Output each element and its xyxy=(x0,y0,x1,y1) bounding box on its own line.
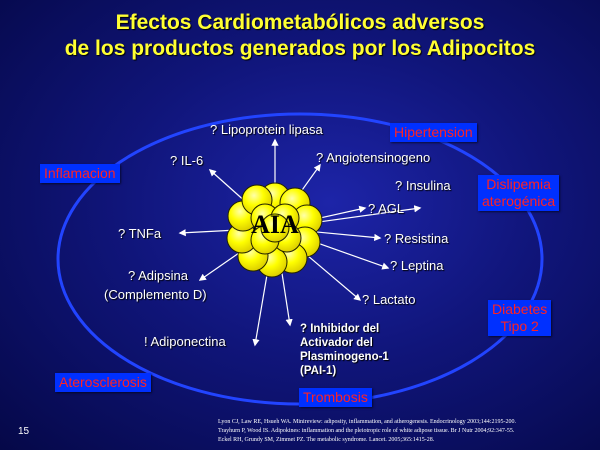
label-pai-line4: (PAI-1) xyxy=(300,365,337,377)
label-insulina: ? Insulina xyxy=(395,178,451,193)
label-pai-line2: Activador del xyxy=(300,337,373,349)
reference-2: Trayhurn P, Wood IS. Adipokines: inflamm… xyxy=(218,428,515,434)
reference-3: Eckel RH, Grundy SM, Zimmet PZ. The meta… xyxy=(218,437,435,443)
label-il6: ? IL-6 xyxy=(170,153,204,168)
effect-inflamacion-text: Inflamacion xyxy=(44,165,116,181)
adipocyte-cluster xyxy=(226,182,323,278)
arrows-group xyxy=(178,138,422,347)
label-lipoprotein-lipasa: ? Lipoprotein lipasa xyxy=(210,122,323,137)
label-resistina: ? Resistina xyxy=(384,231,449,246)
reference-1: Lyon CJ, Law RE, Hsueh WA. Minireview: a… xyxy=(218,419,516,425)
center-label: AIA xyxy=(251,210,299,239)
arrow-agl xyxy=(313,205,367,220)
page-number: 15 xyxy=(18,426,30,437)
effect-dislipemia-line2: aterogénica xyxy=(482,193,556,209)
effect-aterosclerosis-text: Aterosclerosis xyxy=(59,374,147,390)
effect-aterosclerosis: Aterosclerosis xyxy=(55,373,151,392)
arrow-tnfa xyxy=(178,229,236,237)
effect-diabetes-line1: Diabetes xyxy=(492,301,548,317)
effect-inflamacion: Inflamacion xyxy=(40,164,120,183)
arrow-resistina xyxy=(314,231,382,242)
arrow-insulina xyxy=(314,205,422,224)
effect-diabetes: Diabetes Tipo 2 xyxy=(488,300,552,336)
effect-dislipemia: Dislipemia aterogénica xyxy=(478,175,560,211)
effect-dislipemia-line1: Dislipemia xyxy=(486,176,551,192)
label-lactato: ? Lactato xyxy=(362,292,416,307)
arrow-adiponectina xyxy=(252,267,269,347)
label-adiponectina: ! Adiponectina xyxy=(144,334,226,349)
slide-title-line2: de los productos generados por los Adipo… xyxy=(64,37,536,60)
label-complemento-d: (Complemento D) xyxy=(104,287,207,302)
effect-trombosis-text: Trombosis xyxy=(303,389,368,405)
arrow-pai1 xyxy=(280,267,293,327)
label-adipsina: ? Adipsina xyxy=(128,268,188,283)
label-pai-line3: Plasminogeno-1 xyxy=(300,351,389,363)
label-pai-line1: ? Inhibidor del xyxy=(300,323,380,335)
label-angiotensinogeno: ? Angiotensinogeno xyxy=(316,150,431,165)
effect-hipertension-text: Hipertension xyxy=(394,124,473,140)
arrow-adipsina xyxy=(198,250,243,281)
references: Lyon CJ, Law RE, Hsueh WA. Minireview: a… xyxy=(218,418,598,445)
label-tnfa: ? TNFa xyxy=(118,226,162,241)
arrow-leptina xyxy=(312,240,390,270)
label-leptina: ? Leptina xyxy=(390,258,444,273)
label-agl: ? AGL xyxy=(368,201,405,216)
arrow-il6 xyxy=(208,169,246,202)
adipocyte-cell xyxy=(260,213,290,243)
slide-title-line1: Efectos Cardiometabólicos adversos xyxy=(115,11,485,34)
effect-hipertension: Hipertension xyxy=(390,123,477,142)
effect-diabetes-line2: Tipo 2 xyxy=(500,318,539,334)
arrow-lactato xyxy=(305,253,362,301)
effect-trombosis: Trombosis xyxy=(299,388,372,407)
